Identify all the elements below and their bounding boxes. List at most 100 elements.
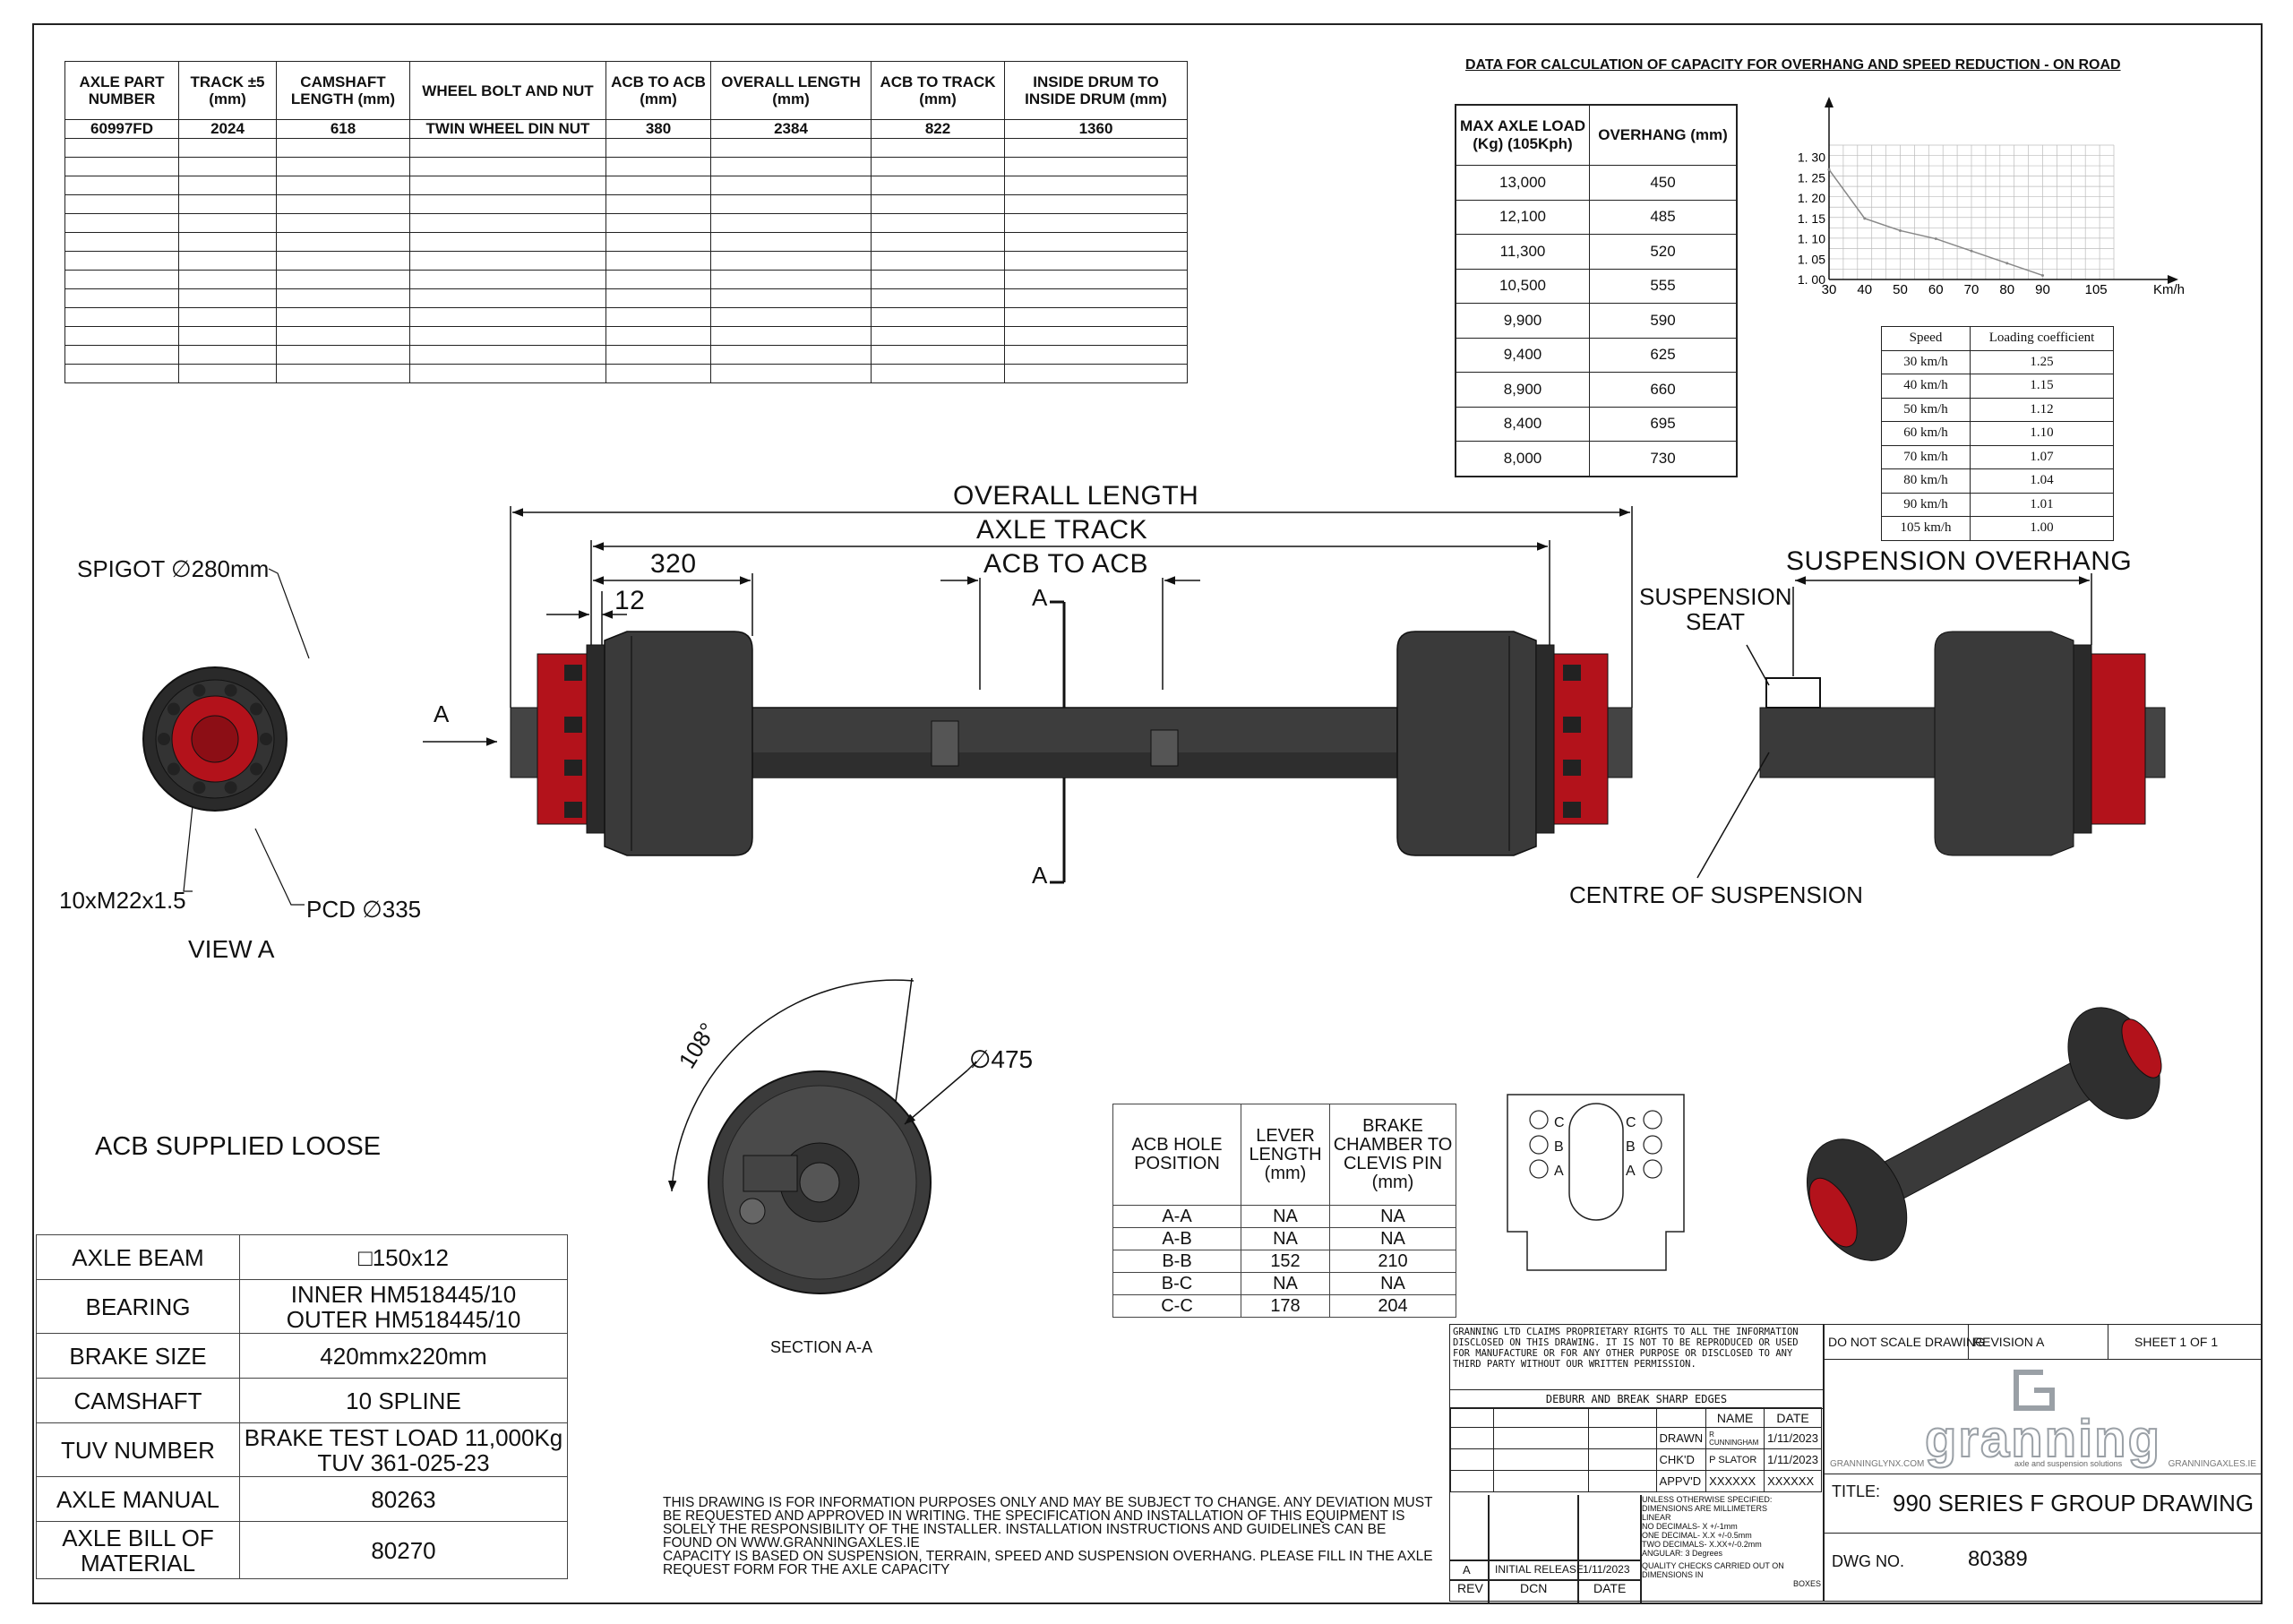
logo-subtitle: axle and suspension solutions xyxy=(2014,1459,2123,1468)
axle-table-empty-row xyxy=(64,194,1188,214)
load-table-cell: 9,400 xyxy=(1455,337,1590,373)
disclaimer: THIS DRAWING IS FOR INFORMATION PURPOSES… xyxy=(663,1496,1433,1577)
chart-y-tick: 1. 10 xyxy=(1798,232,1825,246)
checked-label: CHK'D xyxy=(1655,1448,1707,1471)
axle-table-cell: 380 xyxy=(605,119,711,139)
drawing-frame xyxy=(32,23,2263,1604)
axle-table: AXLE PART NUMBER TRACK ±5 (mm) CAMSHAFT … xyxy=(64,61,1188,383)
suspension-seat-label-1: SUSPENSION xyxy=(1639,583,1792,610)
chart-point xyxy=(2041,273,2044,277)
speed-table-cell: 1.10 xyxy=(1970,421,2114,446)
date-header: DATE xyxy=(1764,1407,1822,1428)
dwg-number: 80389 xyxy=(1968,1547,2028,1571)
spec-value-line: □150x12 xyxy=(357,1243,449,1271)
col-acb-hole: ACB HOLE POSITION xyxy=(1112,1104,1241,1206)
section-a-a-label: SECTION A-A xyxy=(770,1338,873,1356)
overall-length-label: OVERALL LENGTH xyxy=(953,481,1199,511)
chart-y-arrow xyxy=(1825,97,1834,107)
acb-to-acb-label: ACB TO ACB xyxy=(983,549,1148,579)
chart-x-tick: 30 xyxy=(1822,282,1837,297)
capacity-title: DATA FOR CALCULATION OF CAPACITY FOR OVE… xyxy=(1465,57,2121,73)
load-table-cell: 660 xyxy=(1589,372,1738,408)
axle-track-label: AXLE TRACK xyxy=(976,515,1148,545)
tol-line-6: TWO DECIMALS- X.XX+/-0.2mm xyxy=(1642,1540,1762,1549)
chart-point xyxy=(1827,168,1831,171)
date-header-rev: DATE xyxy=(1593,1581,1627,1595)
acb-table-cell: 152 xyxy=(1241,1250,1330,1273)
tolerance-notes: UNLESS OTHERWISE SPECIFIED: DIMENSIONS A… xyxy=(1642,1495,1821,1588)
title-block-header: DO NOT SCALE DRAWING REVISION A SHEET 1 … xyxy=(1825,1325,2262,1360)
spec-value-line: 80263 xyxy=(371,1485,436,1513)
logo-area: granning axle and suspension solutions G… xyxy=(1825,1359,2262,1474)
checked-name: P SLATOR xyxy=(1705,1448,1765,1471)
approved-name: XXXXXX xyxy=(1705,1470,1765,1492)
col-acb: ACB TO ACB (mm) xyxy=(605,61,711,120)
speed-table-cell: 90 km/h xyxy=(1881,492,1971,517)
chart-point xyxy=(2005,262,2009,265)
bracket-right-labels: C B A xyxy=(1626,1111,1636,1183)
bracket-left-labels: C B A xyxy=(1554,1111,1565,1183)
spec-row: AXLE BEAM □150x12 xyxy=(36,1234,568,1280)
dim-12: 12 xyxy=(614,586,646,615)
speed-table-cell: 1.00 xyxy=(1970,516,2114,541)
chart-y-tick: 1. 05 xyxy=(1798,252,1825,266)
speed-table-cell: 1.12 xyxy=(1970,397,2114,422)
logo-wordmark: granning xyxy=(1924,1409,2162,1469)
axle-table-empty-row xyxy=(64,326,1188,346)
revision-area: UNLESS OTHERWISE SPECIFIED: DIMENSIONS A… xyxy=(1450,1495,1822,1603)
chart-x-tick: 50 xyxy=(1893,282,1908,297)
rev-date: 1/11/2023 xyxy=(1583,1563,1630,1576)
load-table-cell: 13,000 xyxy=(1455,165,1590,201)
chart-y-tick: 1. 30 xyxy=(1798,150,1825,165)
acb-table-cell: NA xyxy=(1241,1227,1330,1250)
wheel-stud xyxy=(167,762,180,776)
chart-x-tick: 80 xyxy=(1999,282,2014,297)
chart-point xyxy=(1970,249,1973,253)
spec-key: AXLE BEAM xyxy=(36,1234,240,1280)
sheet-label: SHEET 1 OF 1 xyxy=(2134,1335,2219,1349)
proprietary-note: GRANNING LTD CLAIMS PROPRIETARY RIGHTS T… xyxy=(1450,1325,1823,1390)
col-coefficient: Loading coefficient xyxy=(1970,326,2114,351)
disclaimer-capacity-text: CAPACITY IS BASED ON SUSPENSION, TERRAIN… xyxy=(663,1549,1433,1577)
wheel-stud xyxy=(260,733,272,745)
deburr-note: DEBURR AND BREAK SHARP EDGES xyxy=(1450,1390,1823,1409)
acb-table-cell: C-C xyxy=(1112,1294,1241,1318)
acb-table-cell: NA xyxy=(1241,1205,1330,1228)
chart-x-arrow xyxy=(2168,275,2178,284)
axle-table-cell: 60997FD xyxy=(64,119,179,139)
col-acb-track: ACB TO TRACK (mm) xyxy=(871,61,1005,120)
title-label: TITLE: xyxy=(1832,1482,1881,1500)
speed-table-cell: 50 km/h xyxy=(1881,397,1971,422)
spec-value: □150x12 xyxy=(239,1234,568,1280)
chart-point xyxy=(1934,237,1937,241)
spec-value-line: INNER HM518445/10 xyxy=(290,1280,517,1308)
view-a-title: VIEW A xyxy=(188,935,275,963)
bracket-left-a: A xyxy=(1554,1164,1564,1179)
acb-table-cell: NA xyxy=(1241,1272,1330,1295)
approved-label: APPV'D xyxy=(1655,1470,1707,1492)
rev-header: REV xyxy=(1457,1581,1483,1595)
tol-line-7: ANGULAR: 3 Degrees xyxy=(1642,1549,1723,1558)
tol-line-5: ONE DECIMAL- X.X +/-0.5mm xyxy=(1642,1531,1752,1540)
spec-value-line: 420mmx220mm xyxy=(320,1342,487,1370)
checked-date: 1/11/2023 xyxy=(1764,1448,1822,1471)
col-track: TRACK ±5 (mm) xyxy=(178,61,277,120)
studs-label: 10xM22x1.5 xyxy=(59,887,186,914)
chart-x-tick: 70 xyxy=(1964,282,1980,297)
axle-table-empty-row xyxy=(64,138,1188,158)
granning-logo-mark xyxy=(2014,1370,2055,1411)
tol-boxes: BOXES xyxy=(1792,1579,1821,1588)
axle-table-cell: 2384 xyxy=(710,119,872,139)
spec-value-line: BRAKE TEST LOAD 11,000Kg xyxy=(244,1423,563,1451)
